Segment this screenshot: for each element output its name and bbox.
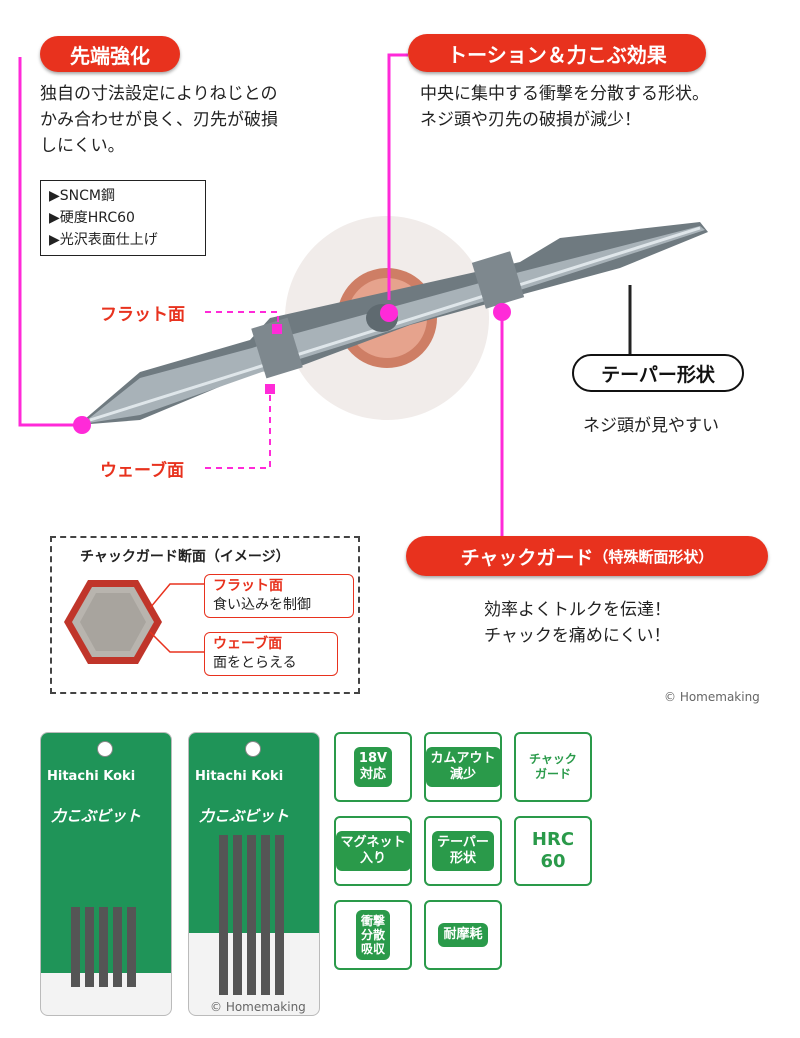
product-package-short: Hitachi Koki 力こぶビット: [40, 732, 172, 1016]
flat-face-box: フラット面 食い込みを制御: [204, 574, 354, 618]
taper-icon: テーパー 形状: [424, 816, 502, 886]
cross-section-box: [50, 536, 360, 694]
wear-icon: 耐摩耗: [424, 900, 502, 970]
18v-icon: 18V 対応: [334, 732, 412, 802]
copyright-bottom: © Homemaking: [210, 1000, 306, 1014]
taper-title: テーパー形状: [572, 354, 744, 392]
package-name: 力こぶビット: [199, 807, 290, 825]
tip-desc-line-3: しにくい。: [40, 136, 125, 156]
chuck-guard-title: チャックガード （特殊断面形状）: [406, 536, 768, 576]
tip-desc-line-2: かみ合わせが良く、刃先が破損: [40, 110, 278, 130]
package-brand: Hitachi Koki: [195, 769, 284, 784]
chuck-guard-icon: チャック ガード: [514, 732, 592, 802]
spec-finish: ▶光沢表面仕上げ: [49, 232, 158, 248]
wave-face-label: ウェーブ面: [100, 461, 184, 481]
flat-face-label: フラット面: [100, 305, 185, 325]
tip-strength-title: 先端強化: [40, 36, 180, 72]
torsion-desc-line-1: 中央に集中する衝撃を分散する形状。: [420, 84, 709, 104]
torsion-desc-line-2: ネジ頭や刃先の破損が減少！: [420, 110, 641, 130]
impact-icon: 衝撃 分散 吸収: [334, 900, 412, 970]
bits-icon: [219, 835, 284, 995]
wave-face-box: ウェーブ面 面をとらえる: [204, 632, 338, 676]
driver-bit: [78, 222, 708, 425]
taper-desc: ネジ頭が見やすい: [583, 416, 719, 436]
package-brand: Hitachi Koki: [47, 769, 136, 784]
flat-face-box-desc: 食い込みを制御: [213, 597, 311, 613]
chuck-guard-sub: （特殊断面形状）: [593, 547, 714, 566]
hrc-icon: HRC 60: [514, 816, 592, 886]
hang-hole-icon: [245, 741, 261, 757]
magnet-icon: マグネット 入り: [334, 816, 412, 886]
chuck-desc-line-2: チャックを痛めにくい！: [484, 626, 671, 646]
cross-section-title: チャックガード断面（イメージ）: [80, 549, 290, 565]
cam-out-icon: カムアウト 減少: [424, 732, 502, 802]
torsion-title: トーション＆力こぶ効果: [408, 34, 706, 72]
product-package-long: Hitachi Koki 力こぶビット: [188, 732, 320, 1016]
spec-material: ▶SNCM鋼: [49, 188, 115, 204]
bits-icon: [71, 907, 136, 987]
spec-box: ▶SNCM鋼 ▶硬度HRC60 ▶光沢表面仕上げ: [40, 180, 206, 256]
copyright-top: © Homemaking: [664, 690, 760, 704]
flat-face-box-title: フラット面: [213, 578, 283, 594]
hang-hole-icon: [97, 741, 113, 757]
wave-face-box-title: ウェーブ面: [213, 636, 283, 652]
chuck-guard-main: チャックガード: [460, 546, 594, 569]
package-name: 力こぶビット: [51, 807, 142, 825]
hexagon-section-icon: [64, 580, 162, 664]
wave-face-box-desc: 面をとらえる: [213, 655, 297, 671]
chuck-desc-line-1: 効率よくトルクを伝達！: [484, 600, 671, 620]
tip-desc-line-1: 独自の寸法設定によりねじとの: [40, 84, 278, 104]
spec-hardness: ▶硬度HRC60: [49, 210, 135, 226]
